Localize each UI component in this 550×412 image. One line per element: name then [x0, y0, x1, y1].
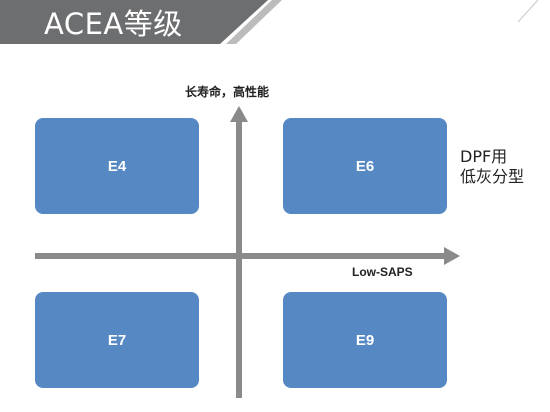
quadrant-e7: E7 — [35, 292, 199, 388]
quadrant-e6: E6 — [283, 118, 447, 214]
quadrant-e9: E9 — [283, 292, 447, 388]
banner-shape — [0, 0, 539, 44]
page-title: ACEA等级 — [44, 7, 183, 41]
x-axis-arrow — [444, 247, 460, 265]
x-axis-label: Low-SAPS — [352, 265, 413, 279]
y-axis-arrow — [230, 106, 248, 122]
y-axis-label: 长寿命，高性能 — [185, 85, 270, 99]
annotation-line-2: 低灰分型 — [460, 167, 525, 186]
dpf-annotation: DPF用 低灰分型 — [460, 147, 524, 187]
quadrant-e4: E4 — [35, 118, 199, 214]
header-banner: ACEA等级 — [0, 0, 550, 50]
annotation-line-1: DPF用 — [460, 147, 508, 166]
